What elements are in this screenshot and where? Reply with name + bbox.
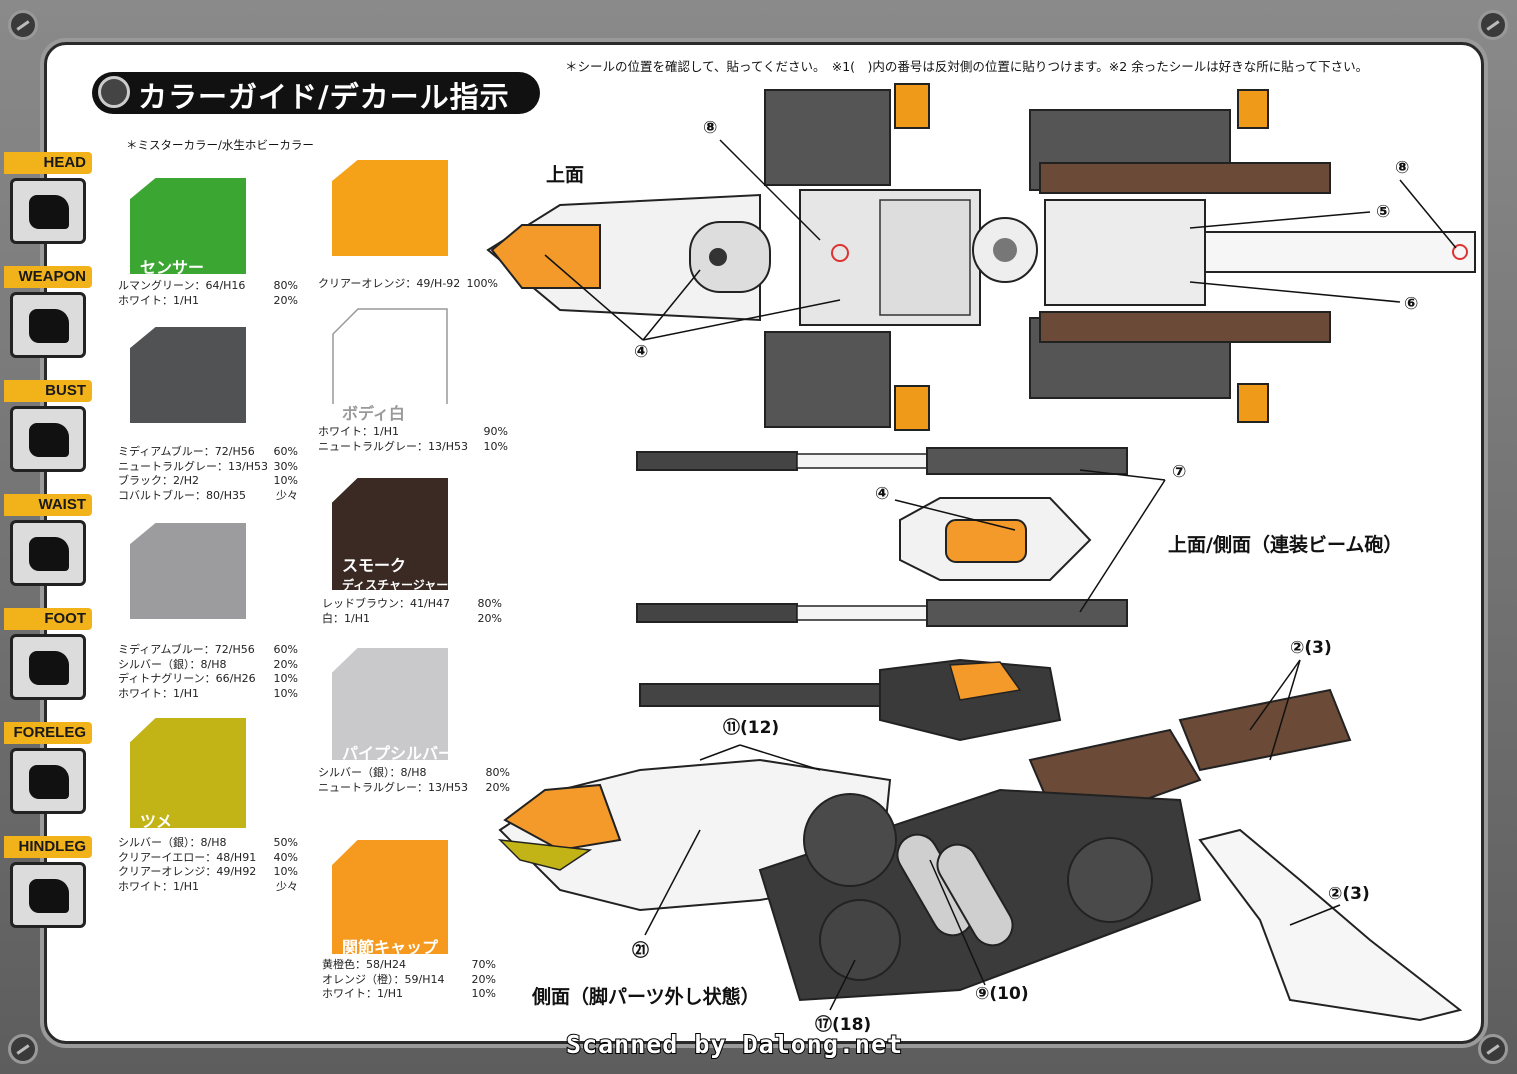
color-swatch — [130, 178, 246, 274]
tab-bust[interactable]: BUST — [4, 380, 92, 486]
color-swatch — [332, 840, 448, 954]
part-sidebar: HEAD WEAPON BUST WAIST FOOT FORELEG HIND… — [0, 120, 100, 950]
side-view-drawing — [497, 658, 1463, 1022]
weapon-icon — [10, 292, 86, 358]
gear-icon — [98, 76, 130, 108]
color-name: クールグレー — [140, 424, 237, 443]
tab-weapon[interactable]: WEAPON — [4, 266, 92, 372]
view-label-top: 上面 — [546, 164, 585, 186]
color-swatch — [130, 523, 246, 619]
decal-note: ＊シールの位置を確認して、貼ってください。 ※1( )内の番号は反対側の位置に貼… — [565, 59, 1369, 74]
color-swatch — [332, 478, 448, 590]
color-name: スモークディスチャージャー — [342, 556, 449, 592]
color-name: センサー — [140, 258, 205, 277]
tab-label: FORELEG — [4, 722, 92, 744]
paint-brand-note: ＊ミスターカラー/水生ホビーカラー — [126, 138, 314, 152]
tab-waist[interactable]: WAIST — [4, 494, 92, 600]
decal-callout: ④ — [634, 342, 649, 362]
view-label-cannon: 上面/側面（連装ビーム砲） — [1168, 534, 1403, 556]
color-name: 関節キャップ — [342, 938, 439, 957]
decal-callout: ②(3) — [1290, 638, 1332, 658]
color-name: ボディ白 — [342, 404, 405, 423]
tab-label: FOOT — [4, 608, 92, 630]
decal-callout: ⑰(18) — [815, 1015, 872, 1035]
screw-icon — [8, 10, 38, 40]
tab-foreleg[interactable]: FORELEG — [4, 722, 92, 828]
decal-callout: ④ — [875, 484, 890, 504]
head-icon — [10, 178, 86, 244]
color-swatch — [130, 327, 246, 423]
tab-foot[interactable]: FOOT — [4, 608, 92, 714]
color-name: パイプシルバー — [342, 744, 455, 763]
decal-callout: ⑥ — [1404, 294, 1419, 314]
color-swatch — [332, 648, 448, 760]
tab-label: HINDLEG — [4, 836, 92, 858]
foot-icon — [10, 634, 86, 700]
foreleg-icon — [10, 748, 86, 814]
color-swatch — [332, 308, 448, 404]
page-title: カラーガイド/デカール指示 — [138, 80, 510, 114]
hindleg-icon — [10, 862, 86, 928]
decal-callout: ㉑ — [632, 941, 649, 961]
tab-hindleg[interactable]: HINDLEG — [4, 836, 92, 942]
decal-callout: ⑦ — [1172, 462, 1187, 482]
waist-icon — [10, 520, 86, 586]
tab-label: HEAD — [4, 152, 92, 174]
screw-icon — [1478, 10, 1508, 40]
decal-callout: ⑧ — [1395, 158, 1410, 178]
tab-label: WEAPON — [4, 266, 92, 288]
decal-callout: ②(3) — [1328, 884, 1370, 904]
top-view-drawing — [486, 83, 1476, 431]
decal-callout: ⑤ — [1376, 202, 1391, 222]
scan-credit: Scanned by Dalong.net — [565, 1029, 904, 1060]
color-swatch — [332, 160, 448, 256]
color-swatch — [130, 718, 246, 828]
color-name: キャノピー — [342, 258, 423, 277]
bust-icon — [10, 406, 86, 472]
color-name: ツメ — [140, 812, 173, 831]
view-label-side: 側面（脚パーツ外し状態） — [532, 986, 760, 1008]
tab-head[interactable]: HEAD — [4, 152, 92, 258]
decal-callout: ⑨(10) — [975, 984, 1029, 1004]
tab-label: WAIST — [4, 494, 92, 516]
color-name: クールグレー2 — [140, 622, 248, 641]
decal-callout: ⑪(12) — [723, 718, 780, 738]
tab-label: BUST — [4, 380, 92, 402]
title-badge — [92, 72, 540, 114]
screw-icon — [8, 1034, 38, 1064]
cannon-drawing — [636, 447, 1166, 627]
decal-callout: ⑧ — [703, 118, 718, 138]
screw-icon — [1478, 1034, 1508, 1064]
